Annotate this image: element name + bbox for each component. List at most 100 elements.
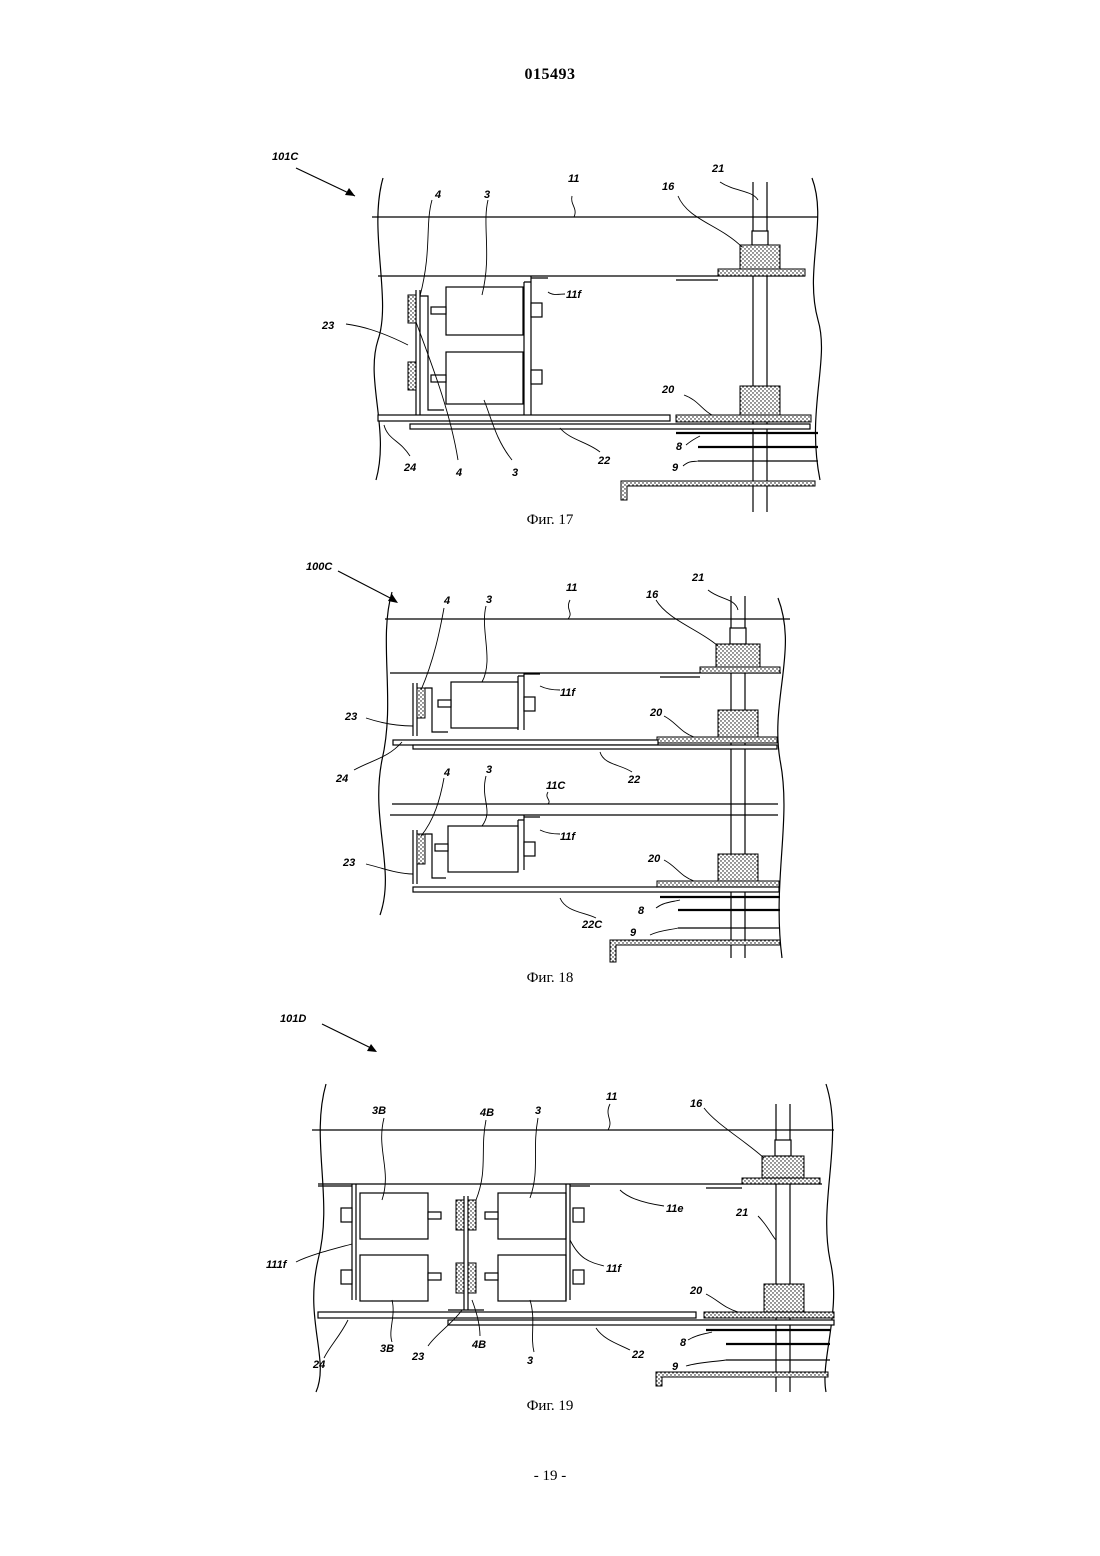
leader-11e: [620, 1190, 664, 1206]
bracket-24: [425, 834, 446, 878]
leader-4: [420, 200, 432, 296]
label-4b: 4B: [471, 1339, 486, 1351]
label-16: 16: [646, 589, 659, 601]
document-number: 015493: [0, 66, 1100, 84]
pad-4: [408, 295, 416, 323]
label-9: 9: [672, 462, 679, 474]
motor-3-lower: [448, 826, 518, 872]
label-11f: 11f: [606, 1263, 622, 1275]
leader-20: [664, 716, 694, 737]
leader-24: [324, 1320, 348, 1358]
leader-4b: [476, 1120, 486, 1200]
figure-18-caption: Фиг. 18: [0, 970, 1100, 987]
leader-20: [664, 860, 694, 881]
block-16: [716, 644, 760, 668]
housing-9: [621, 481, 815, 500]
label-11f: 11f: [566, 289, 582, 301]
motor-shaft: [431, 375, 446, 382]
housing-9: [656, 1372, 828, 1386]
plate-22: [410, 424, 810, 429]
leader-23: [366, 864, 413, 874]
leader-16: [704, 1108, 764, 1158]
label-3: 3: [484, 189, 490, 201]
motor-shaft: [485, 1273, 498, 1280]
label-11f: 11f: [560, 687, 576, 699]
leader-11: [608, 1104, 610, 1130]
leader-11f: [540, 686, 560, 690]
label-20: 20: [647, 853, 661, 865]
reference-arrow: [296, 168, 355, 196]
leader-3: [482, 606, 487, 682]
leader-9: [686, 1360, 726, 1366]
label-24: 24: [312, 1359, 325, 1371]
figure-19-caption: Фиг. 19: [0, 1398, 1100, 1415]
plate-16: [718, 269, 805, 276]
label-20: 20: [661, 384, 675, 396]
leader-8: [686, 436, 700, 445]
leader-9: [683, 461, 698, 466]
motor-3-upper: [498, 1193, 566, 1239]
leader-22c: [560, 898, 596, 918]
label-8: 8: [676, 441, 683, 453]
leader-20: [706, 1294, 738, 1312]
plate-24: [318, 1312, 696, 1318]
label-22: 22: [627, 774, 640, 786]
collar: [752, 231, 768, 245]
collar: [730, 628, 746, 644]
leader-22: [600, 752, 632, 772]
knob: [531, 303, 542, 317]
motor-3-upper: [451, 682, 518, 728]
motor-3-lower: [446, 352, 523, 404]
label-24: 24: [335, 773, 348, 785]
leader-4: [421, 608, 444, 690]
plate-16: [700, 667, 780, 673]
right-break-line: [812, 178, 821, 480]
leader-24: [354, 742, 402, 770]
label-3: 3: [512, 467, 518, 479]
label-3: 3: [527, 1355, 533, 1367]
left-break-line: [379, 592, 392, 915]
label-9: 9: [672, 1361, 679, 1373]
label-21: 21: [711, 163, 724, 175]
leader-9: [650, 928, 678, 935]
knob: [341, 1208, 352, 1222]
label-23: 23: [344, 711, 357, 723]
leader-23: [366, 718, 413, 726]
block-16: [762, 1156, 804, 1178]
label-20: 20: [649, 707, 663, 719]
motor-shaft: [485, 1212, 498, 1219]
label-20: 20: [689, 1285, 703, 1297]
pad-4: [417, 834, 425, 864]
pad-4: [408, 362, 416, 390]
leader-11c: [547, 792, 549, 804]
label-4b: 4B: [479, 1107, 494, 1119]
leader-11: [572, 196, 575, 217]
label-9: 9: [630, 927, 637, 939]
leader-11f: [570, 1240, 604, 1266]
leader-11f: [548, 292, 565, 295]
leader-3: [482, 200, 488, 295]
label-4: 4: [443, 767, 450, 779]
plate-20: [657, 737, 777, 743]
label-16: 16: [662, 181, 675, 193]
knob: [573, 1208, 584, 1222]
motor-shaft: [435, 844, 448, 851]
leader-22: [596, 1328, 630, 1350]
figure-19-drawing: 101D 3B 4B 3 11 16 11e 21 111f 11f 20 8 …: [0, 1005, 1100, 1400]
pad-4: [417, 688, 425, 718]
label-8: 8: [680, 1337, 687, 1349]
figure-17-drawing: 101C 11 16 21 4 3 11f 23 20 24 4 3 22 8 …: [0, 150, 1100, 520]
label-3b: 3B: [372, 1105, 386, 1117]
plate-20: [704, 1312, 834, 1318]
motor-3-lower: [498, 1255, 566, 1301]
figure-17-caption: Фиг. 17: [0, 512, 1100, 529]
leader-11: [568, 600, 570, 619]
label-22: 22: [597, 455, 610, 467]
label-21: 21: [691, 572, 704, 584]
motor-3b-lower: [360, 1255, 428, 1301]
plate-22: [413, 745, 777, 749]
label-11: 11: [568, 173, 579, 185]
collar: [775, 1140, 791, 1156]
plate-24: [378, 415, 670, 421]
pad-4b: [468, 1263, 476, 1293]
